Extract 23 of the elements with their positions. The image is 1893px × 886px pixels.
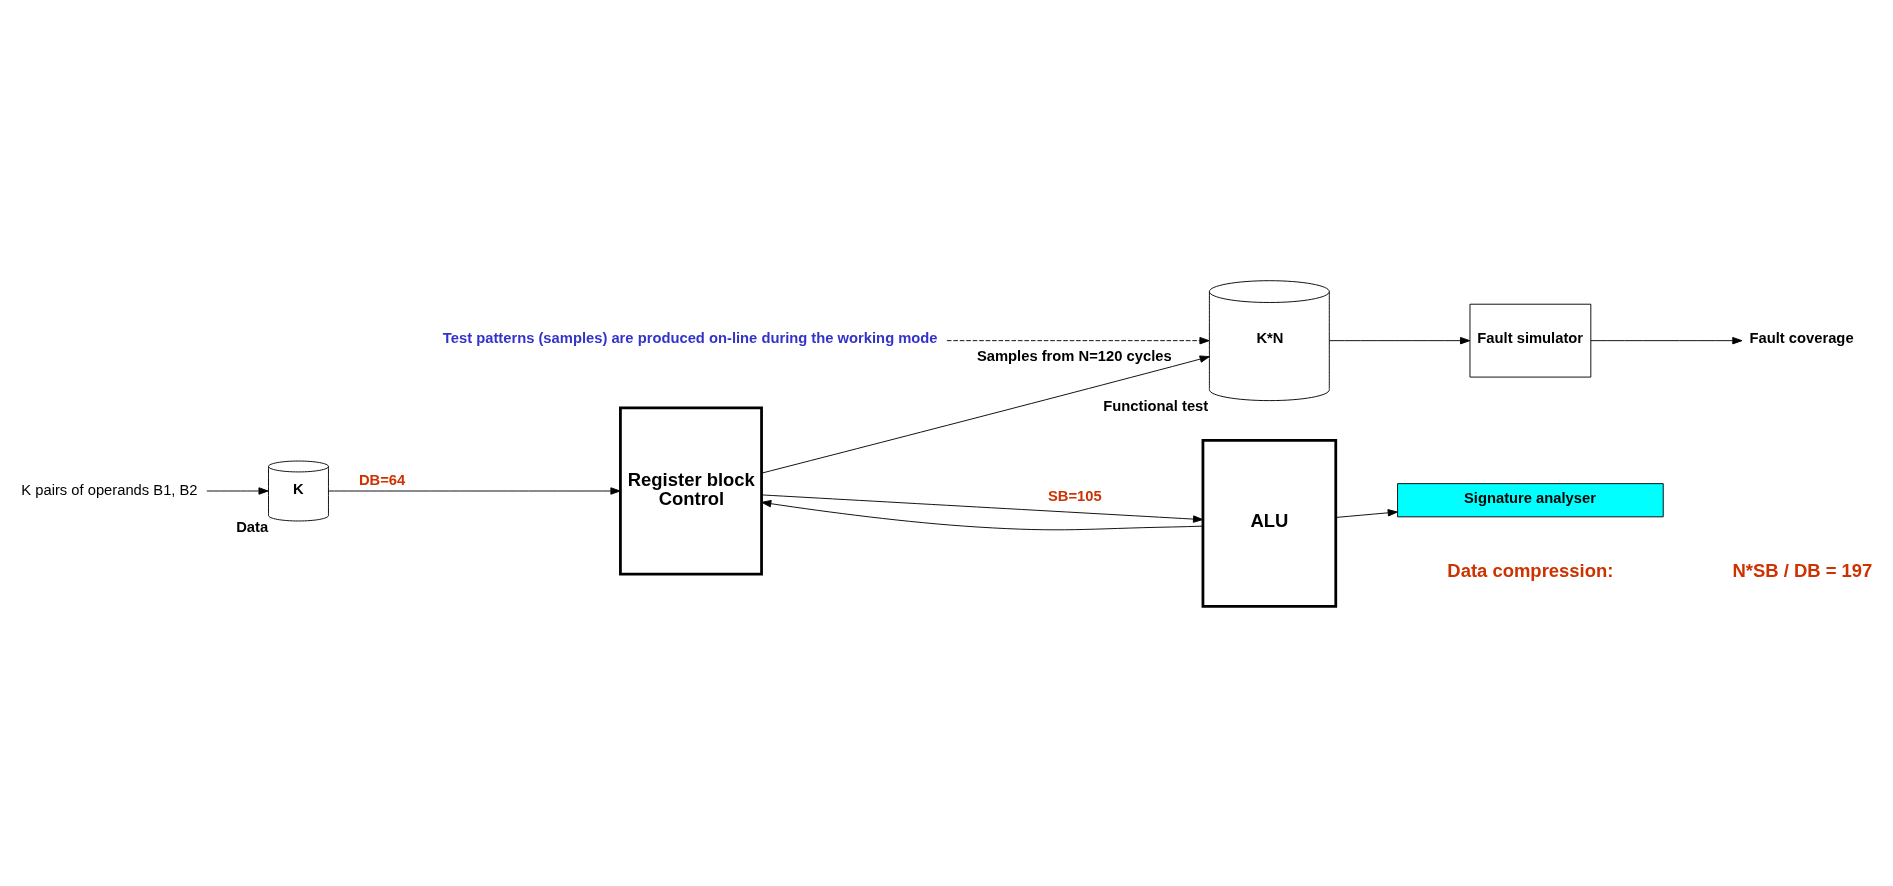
node-box: Register block Control	[619, 406, 763, 575]
node-label: Functional test	[1103, 397, 1209, 414]
arrow	[761, 493, 1204, 523]
node-box: ALU	[1201, 438, 1338, 608]
edge-label: DB=64	[358, 471, 406, 488]
node-text: K pairs of operands B1, B2	[21, 481, 198, 498]
node-text: Fault coverage	[1749, 329, 1854, 346]
arrow	[946, 336, 1210, 344]
arrow	[761, 354, 1210, 474]
node-box: Signature analyser	[1397, 482, 1664, 517]
arrow	[761, 499, 1204, 530]
arrow	[1590, 336, 1743, 344]
label: N*SB / DB = 197	[1732, 559, 1873, 581]
node-box: Fault simulator	[1469, 303, 1592, 378]
edge-label: Samples from N=120 cycles	[976, 347, 1172, 364]
arrow	[206, 486, 269, 495]
node-label: Data	[236, 518, 269, 535]
arrow	[328, 486, 621, 495]
node-text: Test patterns (samples) are produced on-line during the working mode	[442, 329, 938, 346]
edge-label: SB=105	[1047, 487, 1102, 504]
label: Data compression:	[1447, 559, 1614, 581]
arrow	[1328, 336, 1471, 344]
arrow	[1335, 508, 1398, 518]
